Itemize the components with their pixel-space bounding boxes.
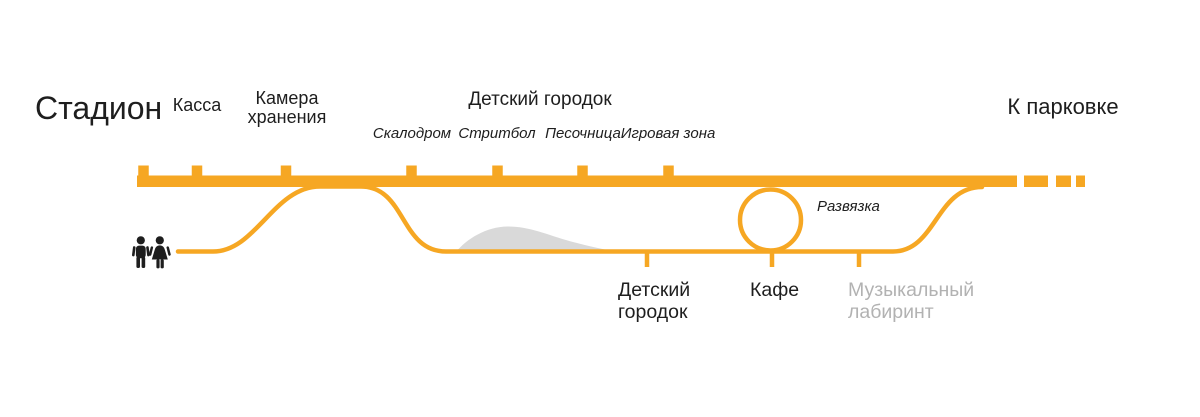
station-tick	[492, 165, 503, 176]
junction-label: Развязка	[817, 198, 880, 215]
walk-stop-tick	[644, 251, 650, 267]
kids-spot-stritbol: Стритбол	[458, 125, 536, 142]
station-ticks	[138, 165, 674, 176]
walkway-line	[175, 184, 985, 254]
main-line-dash	[1056, 175, 1071, 187]
main-line	[137, 175, 1085, 187]
main-line-dash	[1076, 175, 1085, 187]
main-line-dash	[1024, 175, 1048, 187]
main-line-bar	[137, 175, 1017, 187]
station-tick	[138, 165, 149, 176]
station-tick	[280, 165, 292, 176]
title-stadium: Стадион	[35, 90, 163, 126]
station-tick	[577, 165, 588, 176]
kids-spot-igrovaya-zona: Игровая зона	[620, 125, 716, 142]
walk-stop-ticks	[644, 251, 862, 267]
visitors-icon	[132, 236, 171, 269]
walk-stop-tick	[856, 251, 862, 267]
station-tick	[406, 165, 417, 176]
walk-stop-tick	[769, 251, 775, 267]
walk-stop-music-labyrinth-closed: Музыкальный лабиринт	[848, 279, 975, 323]
station-label-kassa: Касса	[172, 95, 222, 115]
hill-shape	[456, 226, 619, 252]
station-label-kamera-khraneniya: Камера хранения	[247, 88, 327, 127]
walk-stop-cafe: Кафе	[750, 279, 800, 301]
kids-spot-skalodrom: Скалодром	[372, 125, 452, 142]
station-tick	[663, 165, 674, 176]
kids-spot-pesochnitsa: Песочница	[545, 125, 621, 142]
junction-loop	[737, 187, 804, 253]
station-tick	[191, 165, 203, 176]
kids-area-heading: Детский городок	[468, 89, 612, 110]
walk-stop-detsky-gorodok: Детский городок	[618, 279, 691, 323]
parking-direction-label: К парковке	[1007, 94, 1119, 119]
